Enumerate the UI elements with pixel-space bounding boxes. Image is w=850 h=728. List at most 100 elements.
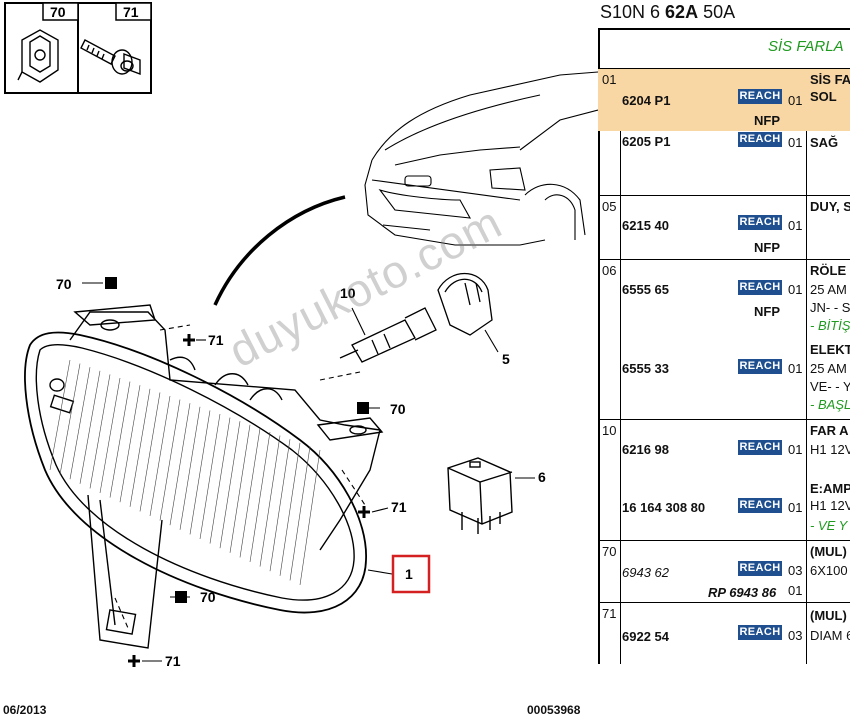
part-number: 16 164 308 80	[622, 500, 706, 515]
lens-hatch-line	[239, 428, 261, 558]
lens-hatch-line	[89, 374, 111, 489]
plus-markers	[128, 334, 370, 667]
position-number: 10	[602, 423, 617, 438]
quantity: 01	[788, 282, 803, 297]
car-illustration	[364, 71, 598, 246]
table-row[interactable]: 06 6555 65 REACH 01 RÖLE 25 AM JN- - S N…	[598, 259, 850, 340]
lens-hatch-line	[49, 359, 71, 471]
reach-badge: REACH	[738, 440, 782, 455]
callout-71-a: 71	[208, 332, 224, 348]
bulb-drawing	[339, 273, 493, 363]
table-row[interactable]: 6205 P1 REACH 01 SAĞ	[598, 130, 850, 194]
header-post: 50A	[698, 2, 736, 22]
callout-71-b: 71	[391, 499, 407, 515]
inset-label-70: 70	[50, 4, 66, 20]
description: FAR A	[810, 423, 849, 438]
reach-badge: REACH	[738, 132, 782, 147]
callout-6: 6	[538, 469, 546, 485]
part-number: 6555 65	[622, 282, 669, 297]
table-row[interactable]: 71 6922 54 REACH 03 (MUL) DIAM 6	[598, 602, 850, 664]
quantity: 01	[788, 442, 803, 457]
hardware-inset: 70 71	[4, 2, 152, 94]
nfp-flag: NFP	[754, 240, 780, 255]
clip-nut-icon	[17, 29, 59, 83]
table-row[interactable]: 16 164 308 80 REACH 01 E:AMP H1 12V - VE…	[598, 478, 850, 540]
lens-hatch-line	[149, 395, 171, 517]
description: DUY, S	[810, 199, 850, 214]
position-number: 06	[602, 263, 617, 278]
reach-badge: REACH	[738, 498, 782, 513]
lens-hatch-line	[119, 385, 141, 503]
table-row[interactable]: 70 6943 62 REACH 03 RP 6943 86 01 (MUL) …	[598, 540, 850, 603]
inset-label-71: 71	[123, 4, 139, 20]
description: DIAM 6	[810, 628, 850, 643]
lens-hatch-line	[69, 367, 91, 480]
part-number: 6922 54	[622, 629, 669, 644]
part-number: 6205 P1	[622, 134, 671, 149]
callout-71-c: 71	[165, 653, 181, 669]
callout-1-box[interactable]	[391, 554, 431, 594]
panel-header: S10N 6 62A 50A	[600, 2, 735, 23]
leader-lines-solid	[82, 282, 535, 598]
position-number: 70	[602, 544, 617, 559]
lens-hatch-line	[209, 417, 231, 544]
reach-badge: REACH	[738, 89, 782, 104]
table-frame	[598, 28, 850, 664]
lens-hatch-line	[199, 413, 221, 540]
lens-hatch-line	[139, 392, 161, 512]
parts-diagram: 70 71	[4, 2, 598, 669]
description: RÖLE	[810, 263, 847, 278]
section-title: SİS FARLA	[768, 38, 844, 55]
description-note: - BAŞL	[810, 397, 850, 412]
reach-badge: REACH	[738, 561, 782, 576]
quantity: 01	[788, 583, 803, 598]
table-row[interactable]: 10 6216 98 REACH 01 FAR A H1 12V	[598, 419, 850, 479]
table-row[interactable]: 01 6204 P1 REACH 01 SİS FA SOL NFP	[598, 68, 850, 131]
description: 25 AM	[810, 282, 847, 297]
quantity: 01	[788, 218, 803, 233]
leader-lines	[114, 324, 366, 629]
lens-hatch-line	[159, 399, 181, 521]
lens-hatch-line	[99, 377, 121, 494]
lens-hatch-line	[129, 388, 151, 507]
table-row[interactable]: 6555 33 REACH 01 ELEKT 25 AM VE- - Y - B…	[598, 339, 850, 419]
callout-70-c: 70	[200, 589, 216, 605]
description: SOL	[810, 89, 837, 104]
reach-badge: REACH	[738, 215, 782, 230]
description: 25 AM	[810, 361, 847, 376]
lens-hatch-line	[269, 439, 291, 572]
description: (MUL)	[810, 608, 847, 623]
lens-hatch-line	[249, 431, 271, 563]
callout-70-a: 70	[56, 276, 72, 292]
parts-table-panel: S10N 6 62A 50A SİS FARLA 01 6204 P1 REAC…	[598, 0, 850, 664]
description: ELEKT	[810, 342, 850, 357]
lens-hatch-line	[299, 449, 321, 586]
description: H1 12V	[810, 442, 850, 457]
nfp-flag: NFP	[754, 113, 780, 128]
lens-hatch-line	[169, 403, 191, 526]
description-note: - VE Y	[810, 518, 848, 533]
lens-hatch-line	[59, 363, 81, 475]
quantity: 01	[788, 93, 803, 108]
header-pre: S10N 6	[600, 2, 666, 22]
lens-hatching	[49, 359, 321, 586]
table-row[interactable]: 05 6215 40 REACH 01 DUY, S NFP	[598, 195, 850, 258]
quantity: 01	[788, 500, 803, 515]
header-bold: 62A	[665, 2, 699, 22]
position-number: 01	[602, 72, 617, 87]
callout-70-b: 70	[390, 401, 406, 417]
lens-hatch-line	[259, 435, 281, 567]
alt-part-number: RP 6943 86	[708, 585, 777, 600]
description: VE- - Y	[810, 379, 850, 394]
column-divider	[620, 68, 621, 664]
description: SAĞ	[810, 135, 839, 150]
description: JN- - S	[810, 300, 850, 315]
lens-hatch-line	[189, 410, 211, 535]
square-markers	[105, 277, 369, 603]
lens-hatch-line	[179, 406, 201, 530]
bolt-icon	[80, 39, 141, 76]
quantity: 03	[788, 563, 803, 578]
callout-lines	[142, 339, 389, 662]
lens-hatch-line	[289, 446, 311, 581]
leader-curve	[213, 195, 346, 306]
